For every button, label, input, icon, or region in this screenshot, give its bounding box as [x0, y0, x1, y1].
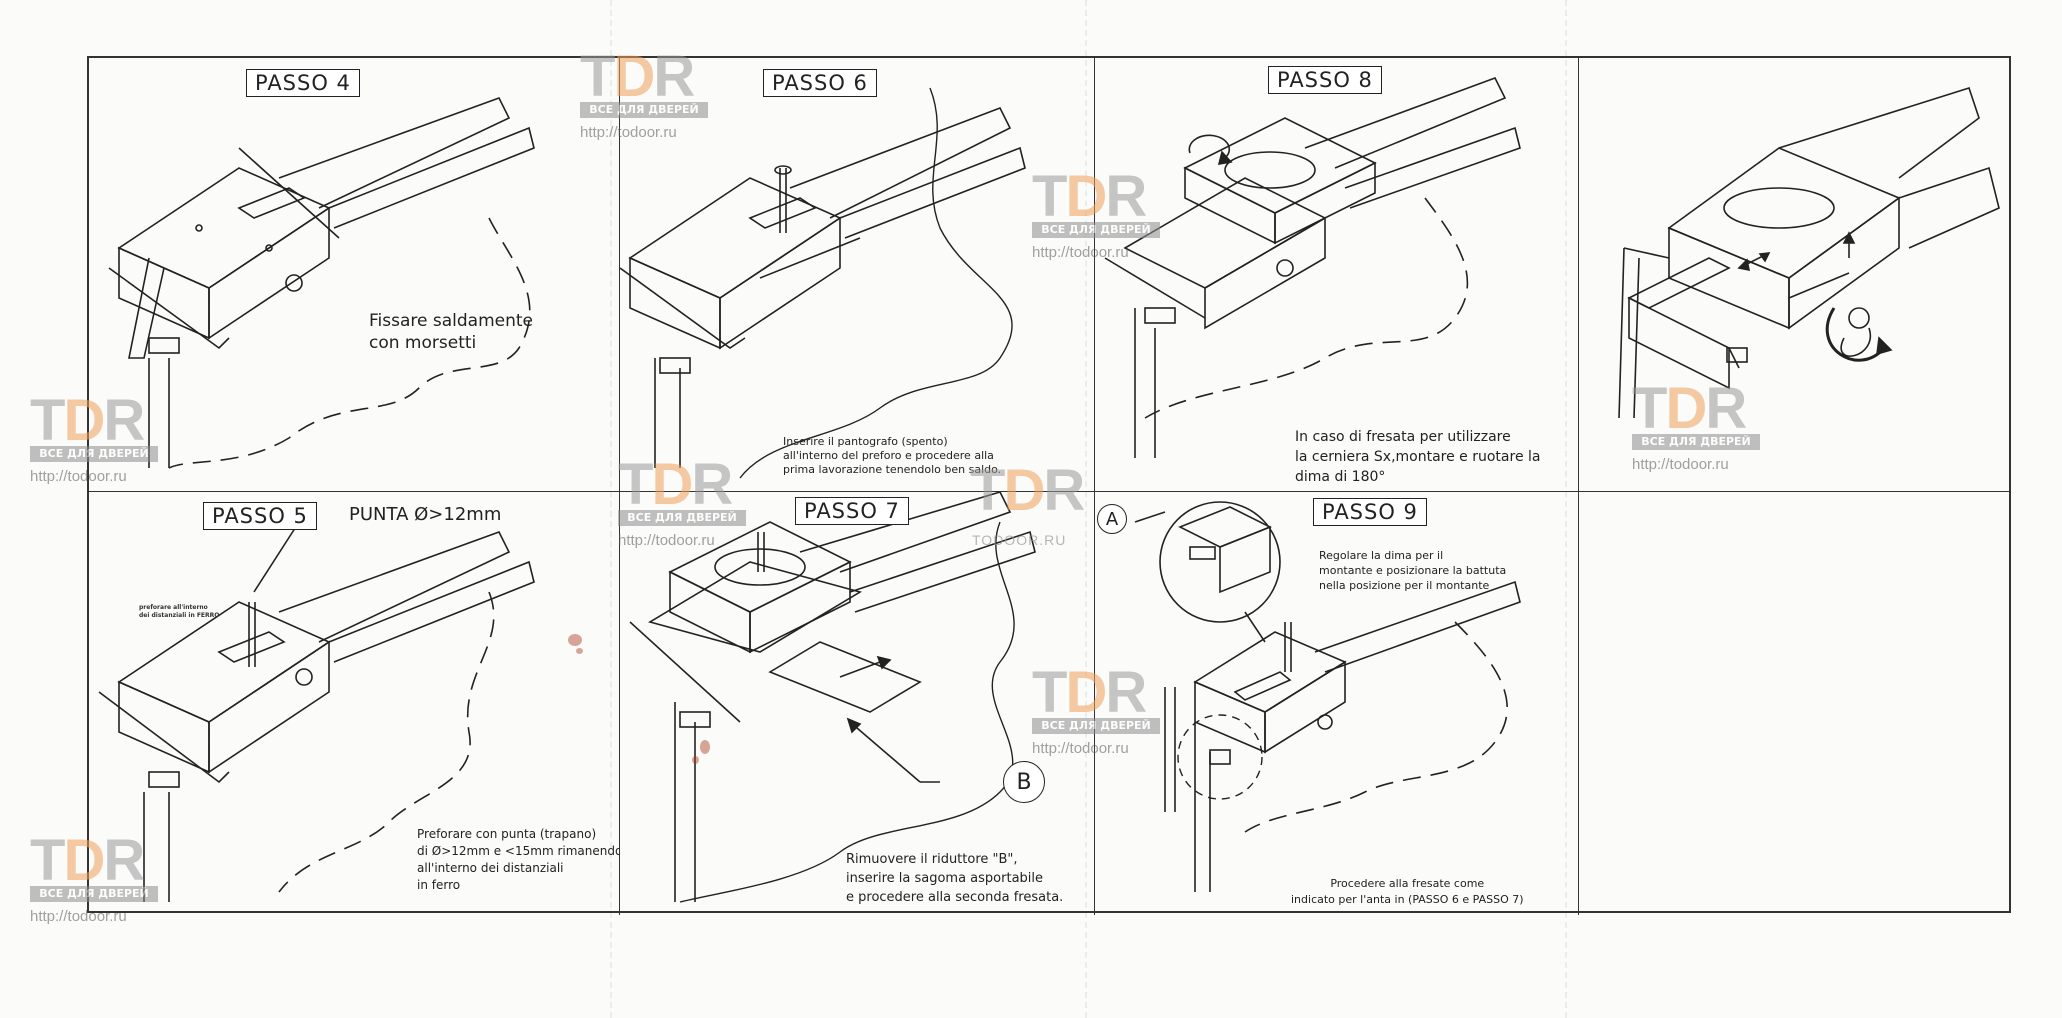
jig-drawing — [1618, 87, 2000, 419]
panel-passo-4: PASSO 4 Fissare saldamente con morsetti — [89, 58, 620, 492]
step-label: PASSO 5 — [203, 502, 317, 530]
jig-drawing — [1104, 77, 1521, 458]
watermark: TDR ВСЕ ДЛЯ ДВЕРЕЙ http://todoor.ru — [580, 48, 730, 141]
step-caption: Preforare con punta (trapano) di Ø>12mm … — [417, 827, 620, 892]
fold-line — [1085, 0, 1087, 1018]
watermark: TDR ВСЕ ДЛЯ ДВЕРЕЙ http://todoor.ru — [618, 456, 768, 549]
watermark: TDR ВСЕ ДЛЯ ДВЕРЕЙ http://todoor.ru — [30, 392, 180, 485]
watermark: TDR ВСЕ ДЛЯ ДВЕРЕЙ http://todoor.ru — [1032, 664, 1182, 757]
step-caption: Procedere alla fresate come indicato per… — [1291, 877, 1524, 906]
jig-drawing — [108, 97, 535, 469]
step-caption: Fissare saldamente con morsetti — [369, 311, 533, 353]
jig-drawing — [98, 521, 535, 902]
step-label: PASSO 9 — [1313, 498, 1427, 526]
watermark-logo: TDR — [30, 388, 145, 453]
watermark-logo: TDR — [1032, 660, 1147, 725]
watermark-logo: TDR — [970, 458, 1085, 523]
step-caption: Rimuovere il riduttore "B", inserire la … — [846, 852, 1064, 905]
step-note: preforare all'interno dei distanziali in… — [139, 604, 220, 619]
step-label: PASSO 7 — [795, 497, 909, 525]
watermark: TDR ВСЕ ДЛЯ ДВЕРЕЙ http://todoor.ru — [1632, 380, 1782, 473]
watermark-logo: TDR — [30, 828, 145, 893]
watermark-logo: TDR — [618, 452, 733, 517]
panel-passo-8: PASSO 8 In caso di fresata per utilizzar… — [1095, 58, 1579, 492]
panel-passo-6: PASSO 6 Inserire il pantografo (spento) … — [620, 58, 1095, 492]
callout-a: A — [1097, 504, 1127, 534]
step-label: PASSO 6 — [763, 69, 877, 97]
step-subtitle: PUNTA Ø>12mm — [349, 504, 502, 525]
detail-caption: Regolare la dima per il montante e posiz… — [1319, 549, 1507, 592]
watermark-text: TODOOR.RU — [972, 532, 1067, 548]
steps-grid: PASSO 4 Fissare saldamente con morsetti — [87, 56, 2011, 915]
ink-stain — [576, 648, 583, 654]
step-label: PASSO 8 — [1268, 66, 1382, 94]
panel-passo-5: PASSO 5 PUNTA Ø>12mm preforare all'inter… — [89, 492, 620, 915]
jig-drawing — [620, 87, 1026, 479]
panel-unlabeled-top-right — [1579, 58, 2009, 492]
watermark-logo: TDR — [1632, 376, 1747, 441]
watermark: TDR — [970, 458, 1120, 523]
panel-passo-9: PASSO 9 A Regolare la dima per il montan… — [1095, 492, 1579, 915]
watermark-logo: TDR — [1032, 164, 1147, 229]
watermark: TDR ВСЕ ДЛЯ ДВЕРЕЙ http://todoor.ru — [30, 832, 180, 925]
callout-b: B — [1003, 761, 1045, 803]
step-caption: Inserire il pantografo (spento) all'inte… — [783, 435, 1002, 476]
ink-stain — [568, 634, 582, 646]
watermark-logo: TDR — [580, 44, 695, 109]
step-label: PASSO 4 — [246, 69, 360, 97]
jig-drawing — [1134, 501, 1521, 892]
fold-line — [1565, 0, 1567, 1018]
panel-passo-7: PASSO 7 B Rimuovere il riduttore "B", in… — [620, 492, 1095, 915]
ink-stain — [700, 740, 710, 754]
watermark: TDR ВСЕ ДЛЯ ДВЕРЕЙ http://todoor.ru — [1032, 168, 1182, 261]
panel-empty-bottom-right — [1579, 492, 2009, 915]
ink-stain — [692, 756, 699, 764]
fold-line — [610, 0, 612, 1018]
jig-drawing — [629, 492, 1036, 903]
step-caption: In caso di fresata per utilizzare la cer… — [1295, 429, 1541, 485]
